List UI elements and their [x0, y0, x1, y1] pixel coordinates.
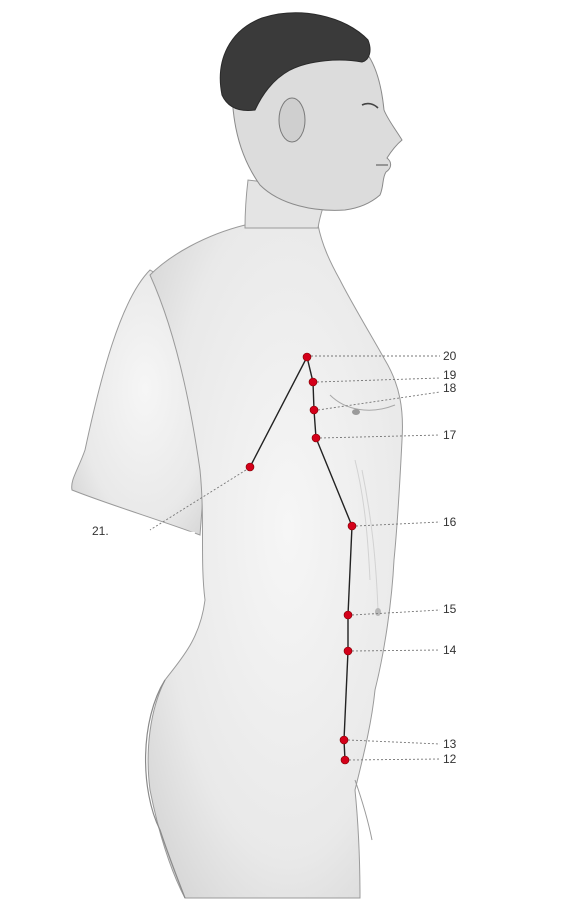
point-16 — [348, 522, 356, 530]
body-silhouette — [72, 225, 403, 898]
point-20 — [303, 353, 311, 361]
label-20: 20 — [443, 349, 457, 363]
label-16: 16 — [443, 515, 457, 529]
arm-gap — [158, 530, 195, 545]
point-17 — [312, 434, 320, 442]
ear — [279, 98, 305, 142]
label-21: 21. — [92, 524, 109, 538]
label-19: 19 — [443, 368, 457, 382]
point-14 — [344, 647, 352, 655]
navel — [375, 608, 381, 616]
label-14: 14 — [443, 643, 457, 657]
point-13 — [340, 736, 348, 744]
point-18 — [310, 406, 318, 414]
label-15: 15 — [443, 602, 457, 616]
point-15 — [344, 611, 352, 619]
point-21 — [246, 463, 254, 471]
label-13: 13 — [443, 737, 457, 751]
point-19 — [309, 378, 317, 386]
label-12: 12 — [443, 752, 457, 766]
torso — [148, 225, 402, 898]
head — [220, 13, 402, 228]
point-12 — [341, 756, 349, 764]
label-18: 18 — [443, 381, 457, 395]
label-17: 17 — [443, 428, 457, 442]
nipple — [352, 409, 360, 415]
